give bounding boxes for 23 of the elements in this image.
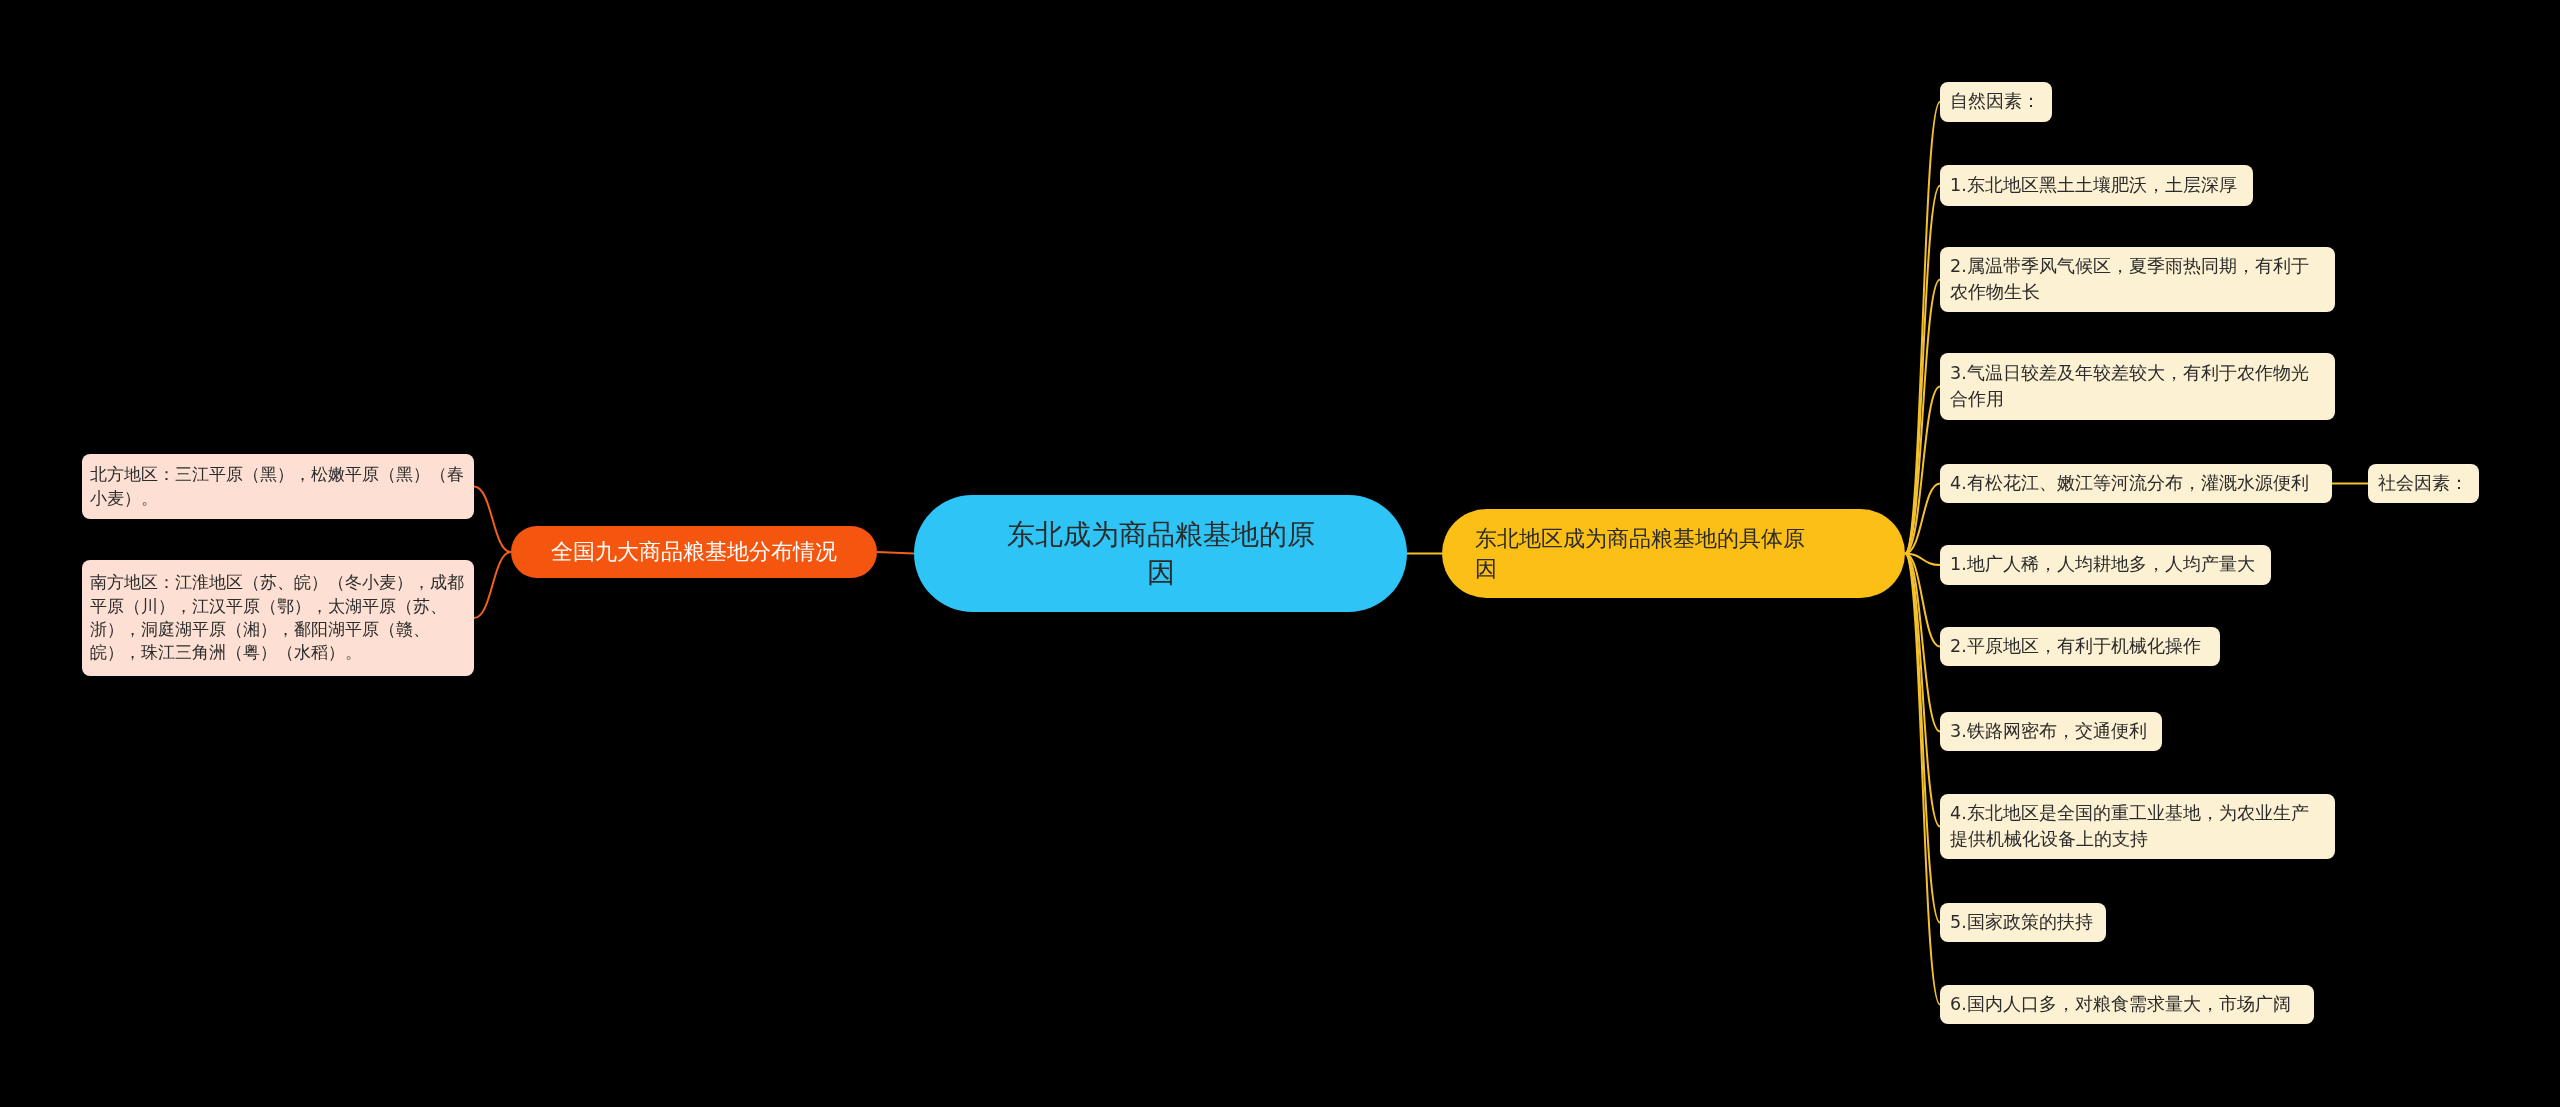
subtopic-box: 6.国内人口多，对粮食需求量大，市场广阔 — [1940, 985, 2314, 1024]
subtopic-box: 自然因素： — [1940, 82, 2052, 122]
branch-topic: 全国九大商品粮基地分布情况 — [511, 526, 877, 578]
connector — [2331, 482, 2369, 485]
connector — [1904, 552, 1941, 1006]
subtopic-box: 4.东北地区是全国的重工业基地，为农业生产提供机械化设备上的支持 — [1940, 794, 2335, 859]
subtopic-box: 2.属温带季风气候区，夏季雨热同期，有利于农作物生长 — [1940, 247, 2335, 312]
subtopic-box: 1.东北地区黑土土壤肥沃，土层深厚 — [1940, 165, 2253, 206]
subtopic-box: 3.铁路网密布，交通便利 — [1940, 712, 2162, 751]
connector — [473, 551, 512, 619]
subtopic-box: 4.有松花江、嫩江等河流分布，灌溉水源便利 — [1940, 464, 2332, 503]
connector — [1406, 552, 1443, 555]
subtopic-box: 北方地区：三江平原（黑），松嫩平原（黑）（春小麦）。 — [82, 454, 474, 519]
subtopic-box: 南方地区：江淮地区（苏、皖）（冬小麦），成都平原（川），江汉平原（鄂），太湖平原（苏、浙），洞庭湖平原（湘），鄱阳湖平原（赣、皖），珠江三角洲（粤）（水稻）。 — [82, 560, 474, 676]
connector — [876, 551, 915, 555]
subtopic-box: 2.平原地区，有利于机械化操作 — [1940, 627, 2220, 666]
subtopic-box: 3.气温日较差及年较差较大，有利于农作物光合作用 — [1940, 353, 2335, 420]
subtopic-box: 社会因素： — [2368, 464, 2479, 503]
subtopic-box: 5.国家政策的扶持 — [1940, 903, 2106, 942]
central-topic: 东北成为商品粮基地的原因 — [914, 495, 1407, 612]
branch-topic: 东北地区成为商品粮基地的具体原因 — [1442, 509, 1905, 598]
subtopic-box: 1.地广人稀，人均耕地多，人均产量大 — [1940, 545, 2271, 585]
connector — [473, 485, 512, 553]
